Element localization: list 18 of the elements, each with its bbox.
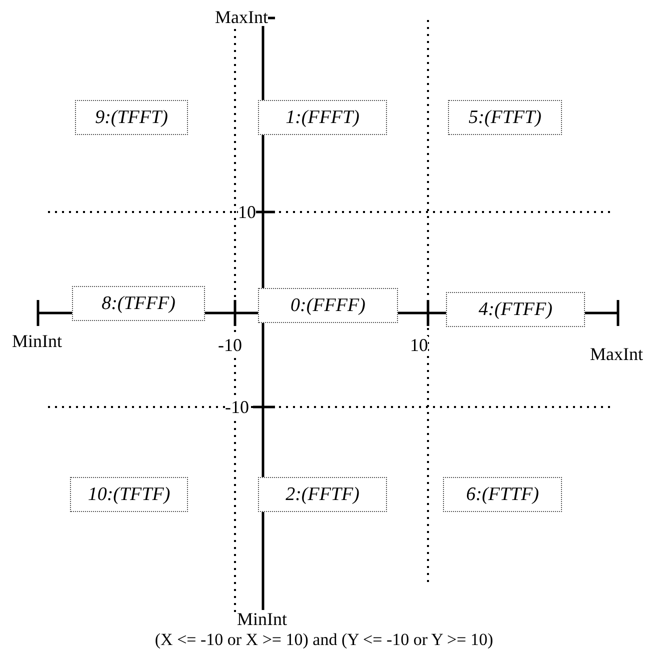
region-box: 10:(TFTF) xyxy=(70,477,188,512)
axis-label: MaxInt xyxy=(215,8,268,26)
caption: (X <= -10 or X >= 10) and (Y <= -10 or Y >= 10) xyxy=(154,630,494,650)
axis-label: MaxInt xyxy=(590,345,643,363)
axis-label: MinInt xyxy=(237,610,288,628)
axis-label: MinInt xyxy=(12,332,62,350)
tick-label: -10 xyxy=(225,398,249,416)
region-box: 5:(FTFT) xyxy=(448,100,562,135)
region-box: 1:(FFFT) xyxy=(258,100,387,135)
region-box: 8:(TFFF) xyxy=(72,286,205,321)
tick-label: 10 xyxy=(238,203,256,221)
tick-label: -10 xyxy=(218,336,242,354)
region-box: 9:(TFFT) xyxy=(75,100,188,135)
region-box: 4:(FTFF) xyxy=(446,292,585,327)
region-box: 6:(FTTF) xyxy=(443,477,562,512)
tick-label: 10 xyxy=(410,336,428,354)
region-box: 2:(FFTF) xyxy=(258,477,387,512)
region-box: 0:(FFFF) xyxy=(258,288,398,323)
